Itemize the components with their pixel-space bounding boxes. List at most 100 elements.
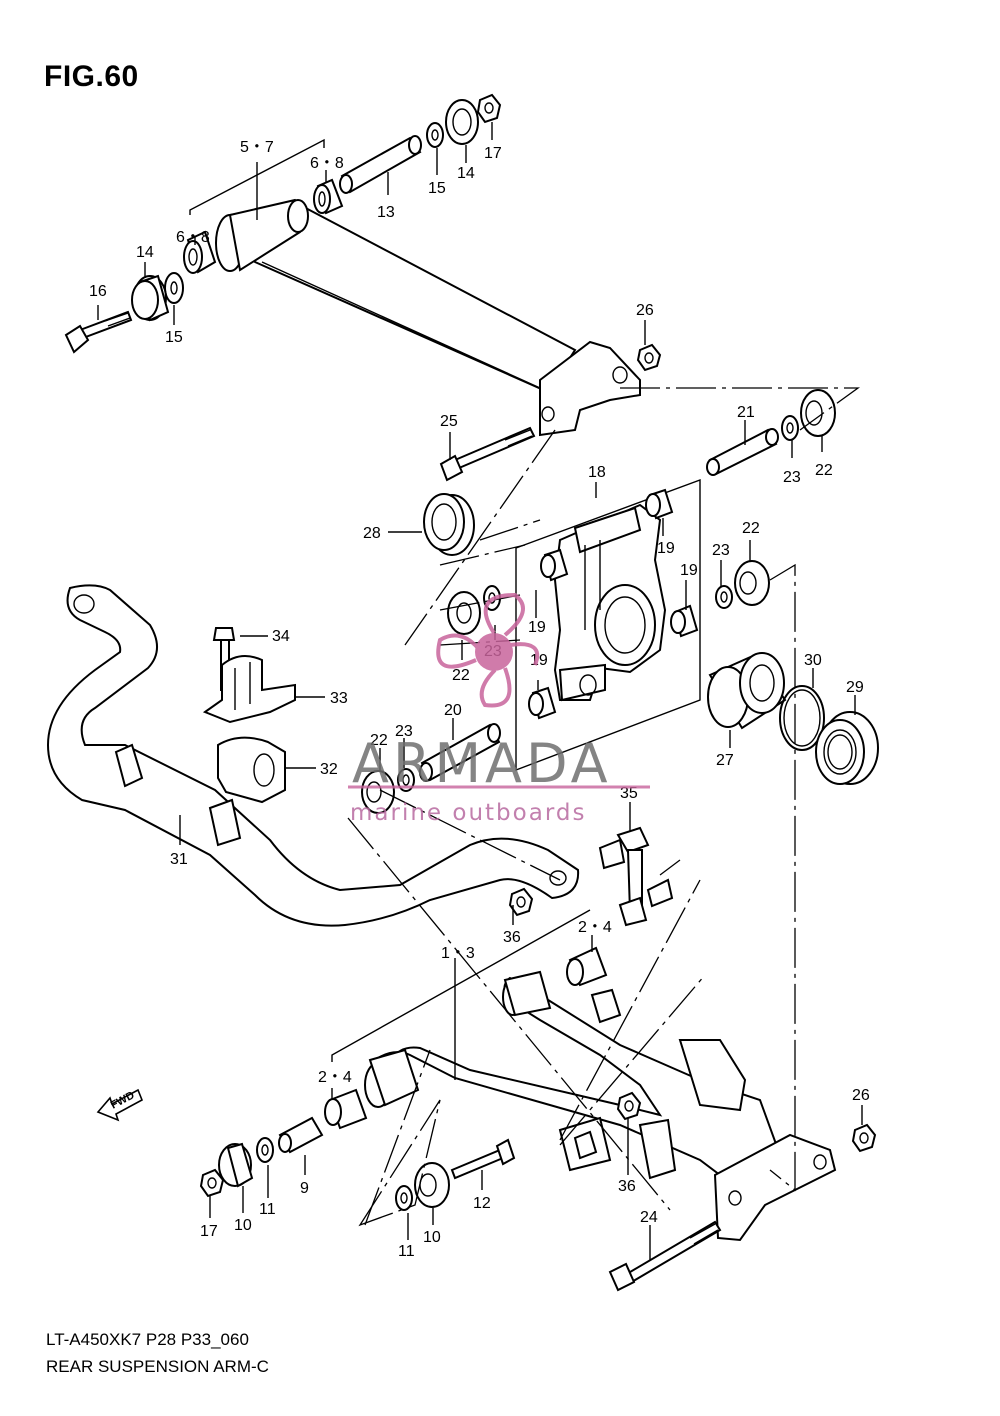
callout-22: 22 [742,520,760,537]
callout-19: 19 [528,619,546,636]
bolt-12 [450,1138,516,1180]
link-35 [598,826,674,927]
callout-2-4: 2・4 [578,919,612,936]
seal-29 [815,711,879,785]
bushing-2-4-upper [566,946,608,987]
cap-22-mid [361,770,395,814]
footer-section-name: REAR SUSPENSION ARM-C [46,1357,269,1376]
fwd-arrow-icon: FWD [96,1088,144,1122]
callout-9: 9 [300,1180,309,1197]
watermark-tagline: marine outboards [350,800,587,826]
callout-27: 27 [716,752,734,769]
callout-29: 29 [846,679,864,696]
washer-23-upper [781,415,799,441]
callout-33: 33 [330,690,348,707]
cap-22-upper [800,389,836,437]
nut-17-top [476,93,502,124]
bearing-27 [707,652,787,730]
callout-5-7: 5・7 [240,139,274,156]
cap-10-right [414,1162,450,1208]
washer-11-left [256,1137,274,1163]
assembly-lines [347,387,861,1227]
callout-16: 16 [89,283,107,300]
callout-36: 36 [503,929,521,946]
bolt-25 [439,426,536,482]
lower-arm [364,970,837,1242]
callout-2-4: 2・4 [318,1069,352,1086]
circlip-30 [779,685,825,751]
callout-30: 30 [804,652,822,669]
washer-23-right [715,585,733,609]
upper-arm-assembly [215,198,641,437]
callout-11: 11 [398,1243,415,1260]
callout-19: 19 [657,540,675,557]
callout-17: 17 [200,1223,218,1240]
bolt-16 [64,310,133,354]
bushing-2-4-lower [324,1088,368,1130]
callout-28: 28 [363,525,381,542]
cap-10-left [218,1142,254,1188]
washer-11-right [395,1185,413,1211]
callout-10: 10 [234,1217,252,1234]
callout-24: 24 [640,1209,658,1226]
shaft-13 [339,135,422,194]
callout-36: 36 [618,1178,636,1195]
callout-11: 11 [259,1201,276,1218]
bushing-6-8-right [313,178,344,215]
callout-32: 32 [320,761,338,778]
callout-19: 19 [680,562,698,579]
seal-28 [423,493,475,556]
callout-labels: 5・7 6・8 6・8 13 15 14 17 14 16 15 26 25 2… [89,139,870,1260]
shaft-9 [278,1116,324,1154]
callout-20: 20 [444,702,462,719]
shaft-20 [419,723,501,782]
callout-22: 22 [370,732,388,749]
cap-22-right [734,560,770,606]
callout-12: 12 [473,1195,491,1212]
callout-1-3: 1・3 [441,945,475,962]
callout-35: 35 [620,785,638,802]
bolt-24 [608,1220,722,1292]
callout-21: 21 [737,404,755,421]
callout-6-8: 6・8 [310,155,344,172]
callout-26: 26 [852,1087,870,1104]
callout-14: 14 [136,244,154,261]
nut-26-lower [851,1123,877,1153]
cap-14-left [131,274,170,322]
bracket-33 [202,655,296,724]
callout-17: 17 [484,145,502,162]
armada-propeller-logo [436,592,540,708]
callout-34: 34 [272,628,290,645]
footer-model-code: LT-A450XK7 P28 P33_060 [46,1330,249,1349]
bushings-19 [528,488,699,720]
bush-32 [217,736,286,804]
callout-18: 18 [588,464,606,481]
stabilizer-bar-31 [46,584,580,927]
callout-31: 31 [170,851,188,868]
nut-36-mid [508,887,534,917]
washer-15-right [426,122,444,148]
callout-23: 23 [712,542,730,559]
cap-22-washer-23-left [447,585,501,635]
washer-15-left [164,272,184,304]
watermark-brand: ARMADA [352,732,612,795]
callout-15: 15 [428,180,446,197]
callout-10: 10 [423,1229,441,1246]
callout-13: 13 [377,204,395,221]
callout-15: 15 [165,329,183,346]
leader-lines [97,122,863,1260]
callout-14: 14 [457,165,475,182]
callout-26: 26 [636,302,654,319]
knuckle-18 [553,503,667,702]
nut-36-lower [616,1091,642,1121]
callout-22: 22 [452,667,470,684]
nut-26-top [636,343,662,372]
cap-14-right [445,99,479,145]
knuckle-outline-box [515,478,701,772]
figure-title: FIG.60 [44,60,139,93]
callout-25: 25 [440,413,458,430]
callout-23: 23 [395,723,413,740]
nut-17-lower [199,1168,225,1198]
shaft-21 [706,428,779,476]
